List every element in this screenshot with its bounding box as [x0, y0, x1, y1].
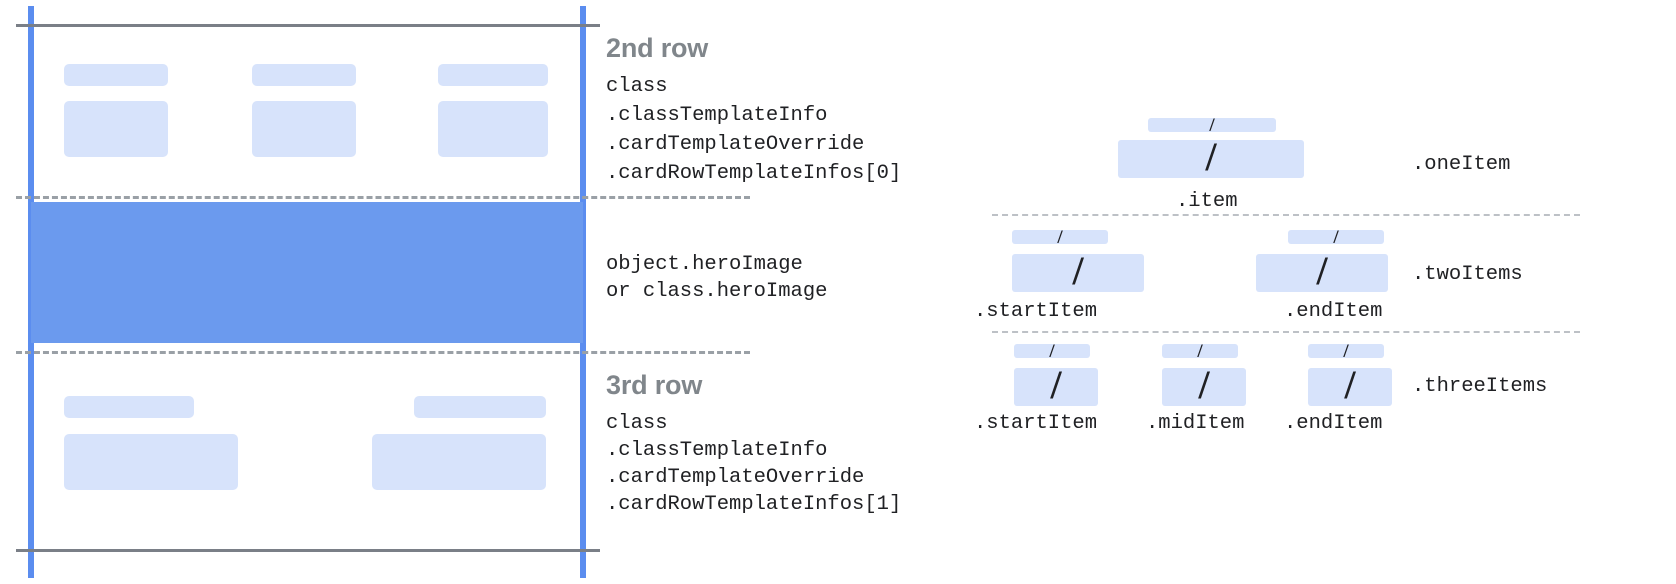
two-items-end-label-bar: /: [1288, 230, 1384, 244]
three-items-mid-value-bar: /: [1162, 368, 1246, 406]
row2-cell1-value-placeholder: [64, 101, 168, 157]
row3-cell1-label-placeholder: [64, 396, 194, 418]
row2-cell1-label-placeholder: [64, 64, 168, 86]
second-row-code-line-1: .classTemplateInfo: [606, 104, 828, 127]
row3-cell1-value-placeholder: [64, 434, 238, 490]
third-row-code-line-0: class: [606, 412, 668, 435]
slash-icon: /: [1049, 344, 1055, 358]
slash-icon: /: [1197, 344, 1203, 358]
item-group-divider-1: [992, 214, 1580, 216]
three-items-mid-label: .midItem: [1146, 412, 1245, 435]
three-items-group-label: .threeItems: [1412, 375, 1548, 398]
card-right-edge-line: [580, 6, 586, 578]
card-layout-diagram: 2nd row class .classTemplateInfo .cardTe…: [0, 0, 901, 584]
three-items-end-label: .endItem: [1284, 412, 1383, 435]
three-items-end-value-bar: /: [1308, 368, 1392, 406]
slash-icon: /: [1198, 368, 1210, 406]
row-divider-lower: [16, 351, 750, 354]
second-row-code-line-0: class: [606, 75, 668, 98]
two-items-end-label: .endItem: [1284, 300, 1383, 323]
row2-cell3-value-placeholder: [438, 101, 548, 157]
third-row-heading: 3rd row: [606, 370, 703, 400]
two-items-group-label: .twoItems: [1412, 263, 1523, 286]
slash-icon: /: [1343, 344, 1349, 358]
one-item-group-label: .oneItem: [1412, 153, 1511, 176]
second-row-heading: 2nd row: [606, 33, 709, 63]
one-item-label-bar: /: [1148, 118, 1276, 132]
card-bottom-border: [16, 549, 600, 552]
hero-image-band: [31, 202, 583, 343]
second-row-code-line-3: .cardRowTemplateInfos[0]: [606, 162, 902, 185]
row2-cell3-label-placeholder: [438, 64, 548, 86]
item-arrangement-diagram: / / .item .oneItem / / .startItem / / .e…: [940, 0, 1676, 584]
row3-cell2-value-placeholder: [372, 434, 546, 490]
slash-icon: /: [1050, 368, 1062, 406]
two-items-start-value-bar: /: [1012, 254, 1144, 292]
row2-cell2-label-placeholder: [252, 64, 356, 86]
row3-cell2-label-placeholder: [414, 396, 546, 418]
slash-icon: /: [1333, 230, 1339, 244]
two-items-start-label: .startItem: [974, 300, 1098, 323]
slash-icon: /: [1316, 254, 1328, 292]
one-item-item-label: .item: [1176, 190, 1238, 213]
slash-icon: /: [1072, 254, 1084, 292]
row-divider-upper: [16, 196, 750, 199]
row2-cell2-value-placeholder: [252, 101, 356, 157]
three-items-start-value-bar: /: [1014, 368, 1098, 406]
third-row-code-line-2: .cardTemplateOverride: [606, 466, 865, 489]
item-group-divider-2: [992, 331, 1580, 333]
slash-icon: /: [1057, 230, 1063, 244]
three-items-start-label: .startItem: [974, 412, 1098, 435]
slash-icon: /: [1209, 118, 1215, 132]
slash-icon: /: [1205, 140, 1217, 178]
three-items-mid-label-bar: /: [1162, 344, 1238, 358]
three-items-end-label-bar: /: [1308, 344, 1384, 358]
two-items-start-label-bar: /: [1012, 230, 1108, 244]
two-items-end-value-bar: /: [1256, 254, 1388, 292]
hero-code-line-1: or class.heroImage: [606, 280, 828, 303]
second-row-code-line-2: .cardTemplateOverride: [606, 133, 865, 156]
one-item-value-bar: /: [1118, 140, 1304, 178]
third-row-code-line-3: .cardRowTemplateInfos[1]: [606, 493, 902, 516]
hero-code-line-0: object.heroImage: [606, 253, 803, 276]
card-top-border: [16, 24, 600, 27]
third-row-code-line-1: .classTemplateInfo: [606, 439, 828, 462]
slash-icon: /: [1344, 368, 1356, 406]
three-items-start-label-bar: /: [1014, 344, 1090, 358]
